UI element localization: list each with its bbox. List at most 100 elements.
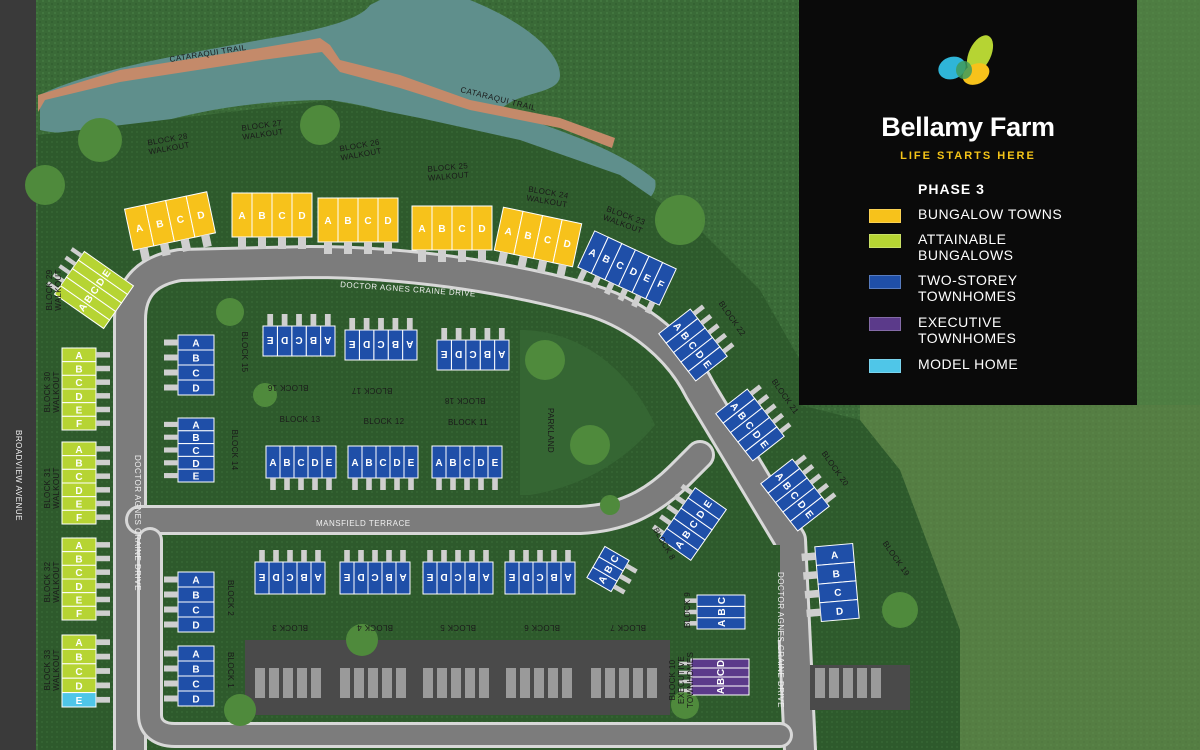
unit-letter: E [76,406,83,417]
parking-stall [340,668,350,698]
driveway [441,328,448,340]
parkland-label: PARKLAND [546,408,555,453]
block-label-13: BLOCK 13 [280,415,321,424]
driveway [164,460,178,466]
unit-letter: B [392,338,399,349]
driveway [164,447,178,453]
unit-letter: E [492,458,499,469]
unit-letter: C [192,369,199,380]
parking-stall [647,668,657,698]
street-label-doctor-agnes-left: DOCTOR AGNES CRAINE DRIVE [133,455,142,591]
legend-label: ATTAINABLE BUNGALOWS [918,231,1014,263]
unit-letter: A [717,620,728,627]
unit-letter: B [344,216,351,227]
unit-letter: A [351,458,358,469]
driveway [238,237,246,249]
unit-letter: C [717,597,728,604]
driveway [455,328,462,340]
unit-letter: A [504,226,513,238]
parking-stall [843,668,853,698]
driveway [344,550,350,562]
tree [600,495,620,515]
driveway [284,478,290,490]
driveway [551,550,557,562]
parking-stall [829,668,839,698]
tree [78,118,122,162]
driveway [301,550,307,562]
unit-letter: D [393,458,400,469]
unit-letter: D [628,266,639,279]
unit-letter: A [238,211,245,222]
unit-letter: C [454,571,461,582]
butterfly-logo-icon [938,35,994,85]
unit-letter: C [469,348,476,359]
driveway [806,608,821,618]
driveway [685,598,697,603]
unit-letter: D [272,571,279,582]
unit-letter: C [458,224,465,235]
unit-letter: D [192,384,199,395]
unit-letter: A [406,338,413,349]
driveway [164,473,178,479]
driveway [469,550,475,562]
driveway [666,504,679,516]
block-label-30: BLOCK 30WALKOUT [43,371,61,412]
field-right-strip [1137,0,1200,405]
unit-letter: F [76,419,82,430]
unit-lot [687,346,728,382]
unit-letter: C [192,680,199,691]
driveway [612,584,626,595]
unit-letter: C [295,334,302,345]
driveway [565,550,571,562]
unit-letter: D [478,224,485,235]
unit-letter: D [440,571,447,582]
driveway [749,384,762,396]
unit-letter: D [75,392,82,403]
unit-letter: A [269,458,276,469]
parking-stall [520,668,530,698]
block-label-6: BLOCK 6 [524,623,560,632]
unit-letter: B [155,219,164,231]
unit-letter: E [408,458,415,469]
tree [253,383,277,407]
unit-letter: B [832,569,840,581]
driveway [406,318,413,330]
legend-swatch-two-storey [869,275,901,289]
unit-letter: F [76,609,82,620]
unit-letter: C [716,669,727,676]
driveway [509,550,515,562]
block-label-18: BLOCK 18 [444,396,485,405]
driveway [46,281,59,292]
driveway [164,434,178,440]
unit-letter: E [349,338,356,349]
unit-letter: B [385,571,392,582]
legend-label: BUNGALOW TOWNS [918,206,1063,222]
driveway [287,550,293,562]
street-label-doctor-agnes-right: DOCTOR AGNES CRAINE DRIVE [776,572,785,708]
unit-letter: D [716,660,727,667]
unit-letter: C [286,571,293,582]
unit-letter: D [75,486,82,497]
driveway [96,610,110,616]
driveway [438,250,446,262]
tree [525,340,565,380]
driveway [517,255,528,270]
unit-letter: C [543,234,552,246]
parking-stall [368,668,378,698]
unit-letter: C [834,588,842,600]
unit-letter: A [75,541,82,552]
legend-swatch-bungalow-towns [869,209,901,223]
unit-letter: B [468,571,475,582]
unit-letter: C [377,338,384,349]
unit-letter: A [192,576,199,587]
unit-letter: A [418,224,425,235]
driveway [618,573,632,585]
driveway [478,250,486,262]
